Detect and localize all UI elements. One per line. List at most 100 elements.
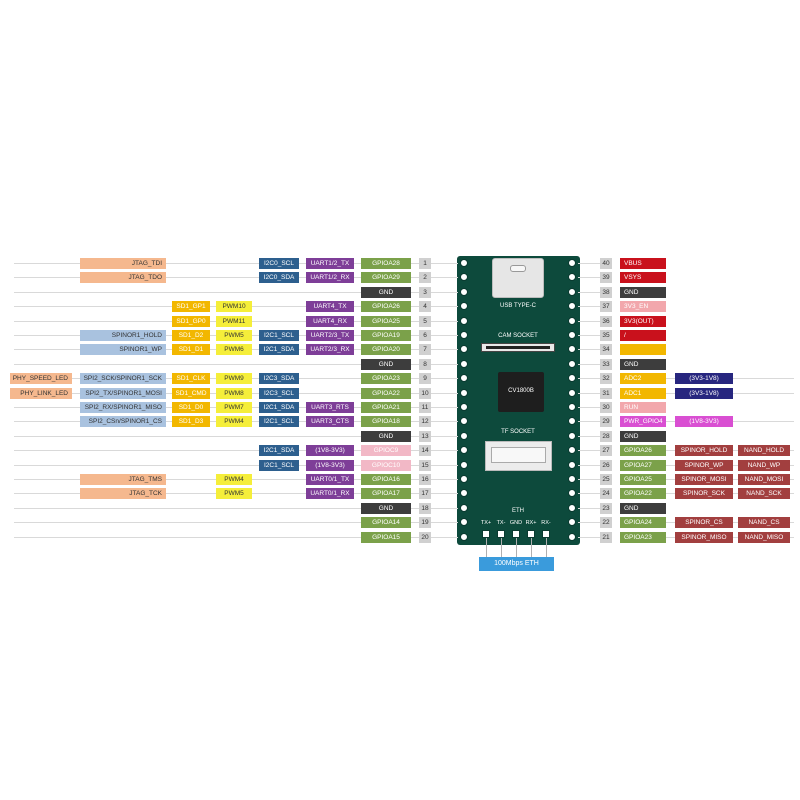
left-func-label: UART4_RX	[306, 316, 354, 327]
eth-pin-label: RX-	[541, 520, 551, 526]
chip-label: CV1800B	[508, 388, 534, 394]
right-pin-number: 39	[600, 272, 612, 283]
pin-hole	[460, 461, 468, 469]
pin-hole	[568, 288, 576, 296]
right-pin-name: GND	[620, 359, 666, 370]
eth-pin-label: GND	[509, 520, 523, 526]
leader-line	[14, 277, 458, 278]
left-func-label: I2C3_SDA	[259, 373, 299, 384]
eth-100mbps-label: 100Mbps ETH	[479, 557, 554, 571]
pin-hole	[568, 489, 576, 497]
right-func-label: (1V8-3V3)	[675, 416, 733, 427]
leader-line	[578, 450, 608, 451]
right-pin-name: RUN	[620, 402, 666, 413]
left-func-label: JTAG_TMS	[80, 474, 166, 485]
leader-line	[14, 364, 458, 365]
left-func-label: UART1/2_TX	[306, 258, 354, 269]
right-func-label: SPINOR_SCK	[675, 488, 733, 499]
right-pin-number: 33	[600, 359, 612, 370]
leader-line	[578, 479, 608, 480]
pin-hole	[460, 446, 468, 454]
left-pin-name: GPIOC10	[361, 460, 411, 471]
left-func-label: SD1_D1	[172, 344, 210, 355]
leader-line	[14, 508, 458, 509]
right-pin-number: 35	[600, 330, 612, 341]
right-pin-name: ADC1	[620, 388, 666, 399]
left-pin-number: 18	[419, 503, 431, 514]
left-func-label: SPINOR1_HOLD	[80, 330, 166, 341]
left-pin-number: 9	[419, 373, 431, 384]
left-pin-number: 8	[419, 359, 431, 370]
left-func-label: SPINOR1_WP	[80, 344, 166, 355]
right-pin-number: 32	[600, 373, 612, 384]
right-pin-name: VBUS	[620, 258, 666, 269]
left-func-label: JTAG_TDI	[80, 258, 166, 269]
left-func-label: UART3_CTS	[306, 416, 354, 427]
cam-socket-label: CAM SOCKET	[498, 333, 538, 339]
left-pin-number: 17	[419, 488, 431, 499]
pin-hole	[460, 317, 468, 325]
leader-line	[14, 263, 458, 264]
right-pin-name: 3V3_EN	[620, 301, 666, 312]
left-func-label: PWM11	[216, 316, 252, 327]
left-pin-number: 3	[419, 287, 431, 298]
eth-pad	[527, 530, 535, 538]
right-pin-number: 29	[600, 416, 612, 427]
leader-line	[578, 465, 608, 466]
leader-line	[578, 436, 608, 437]
pin-hole	[568, 403, 576, 411]
left-func-label: PWM7	[216, 402, 252, 413]
left-pin-number: 15	[419, 460, 431, 471]
pin-hole	[568, 432, 576, 440]
right-pin-name: VSYS	[620, 272, 666, 283]
pin-hole	[568, 475, 576, 483]
eth-pin-label: TX+	[480, 520, 492, 526]
right-func-label: NAND_MISO	[738, 532, 790, 543]
left-func-label: JTAG_TDO	[80, 272, 166, 283]
left-func-label: PWM9	[216, 373, 252, 384]
tf-socket-label: TF SOCKET	[501, 429, 535, 435]
left-pin-number: 6	[419, 330, 431, 341]
right-func-label: NAND_CS	[738, 517, 790, 528]
leader-line	[578, 421, 608, 422]
right-func-label: (3V3-1V8)	[675, 388, 733, 399]
pin-hole	[568, 518, 576, 526]
leader-line	[578, 508, 608, 509]
eth-pad	[482, 530, 490, 538]
left-func-label: PWM10	[216, 301, 252, 312]
leader-line	[578, 306, 608, 307]
left-func-label: PWM4	[216, 474, 252, 485]
left-func-label: (1V8-3V3)	[306, 460, 354, 471]
leader-line	[578, 378, 608, 379]
left-func-label: SPI2_RX/SPINOR1_MISO	[80, 402, 166, 413]
leader-line	[578, 292, 608, 293]
pin-hole	[568, 331, 576, 339]
pin-hole	[568, 417, 576, 425]
pin-hole	[460, 403, 468, 411]
eth-lead	[516, 538, 517, 557]
right-pin-name: GND	[620, 287, 666, 298]
right-pin-number: 30	[600, 402, 612, 413]
right-func-label: (3V3-1V8)	[675, 373, 733, 384]
left-func-label: UART1/2_RX	[306, 272, 354, 283]
right-func-label: NAND_MOSI	[738, 474, 790, 485]
usb-type-c-connector	[492, 258, 544, 298]
right-pin-name: ADC2	[620, 373, 666, 384]
pin-hole	[460, 360, 468, 368]
leader-line	[578, 335, 608, 336]
right-pin-number: 36	[600, 316, 612, 327]
left-func-label: SD1_CMD	[172, 388, 210, 399]
eth-lead	[546, 538, 547, 557]
left-func-label: SD1_GP1	[172, 301, 210, 312]
left-pin-name: GPIOA14	[361, 517, 411, 528]
left-pin-name: GPIOA28	[361, 258, 411, 269]
leader-line	[578, 407, 608, 408]
left-func-label: SPI2_SCK/SPINOR1_SCK	[80, 373, 166, 384]
right-pin-number: 31	[600, 388, 612, 399]
left-func-label: PWM8	[216, 388, 252, 399]
right-pin-name: GPIOA26	[620, 445, 666, 456]
eth-pin-label: RX+	[525, 520, 537, 526]
left-func-label: I2C0_SCL	[259, 258, 299, 269]
right-pin-number: 23	[600, 503, 612, 514]
leader-line	[578, 522, 608, 523]
